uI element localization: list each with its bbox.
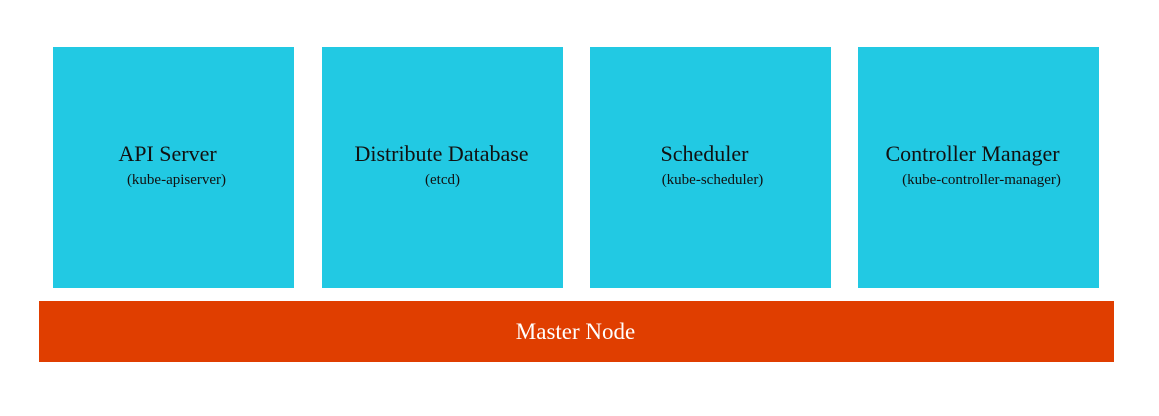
component-controller-manager-box: Controller Manager (kube-controller-mana…	[858, 47, 1099, 288]
component-binary: (kube-scheduler)	[661, 172, 764, 188]
component-name: Controller Manager	[885, 141, 1060, 166]
component-database-box: Distribute Database (etcd)	[322, 47, 563, 288]
master-node-label: Master Node	[515, 319, 636, 344]
component-name: Distribute Database	[354, 141, 529, 166]
component-name: Scheduler	[660, 141, 749, 166]
component-binary: (kube-apiserver)	[126, 172, 227, 188]
component-scheduler-box: Scheduler (kube-scheduler)	[590, 47, 831, 288]
component-binary: (kube-controller-manager)	[902, 172, 1061, 188]
component-name: API Server	[118, 141, 217, 166]
master-node-bar: Master Node	[39, 301, 1114, 362]
component-api-server-box: API Server (kube-apiserver)	[53, 47, 294, 288]
component-binary: (etcd)	[425, 172, 460, 188]
